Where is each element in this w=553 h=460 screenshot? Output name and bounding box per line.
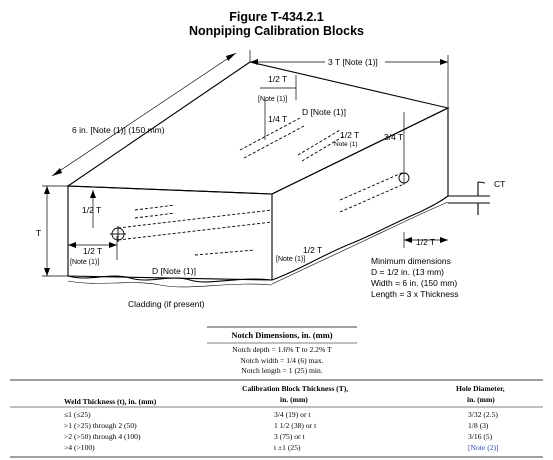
notch-row: Notch width = 1/4 (6) max. [240, 355, 324, 365]
min-dims-heading: Minimum dimensions [371, 256, 451, 266]
block-side-face [271, 107, 449, 196]
notch-row: Notch length = 1 (25) min. [241, 366, 323, 375]
table-cell: 3/16 (5) [468, 432, 493, 441]
note1-front-label: [Note (1)] [70, 259, 99, 266]
header-weld-thickness: Weld Thickness (t), in. (mm) [64, 397, 157, 406]
header-hole-units: in. (mm) [467, 395, 495, 404]
top-3t-label: 3 T [Note (1)] [328, 57, 378, 67]
cladding-label: Cladding (if present) [128, 299, 205, 309]
three-quarter-t-label: 3/4 T [384, 132, 403, 142]
half-t-side-label: 1/2 T [340, 130, 359, 140]
half-t-left-label: 1/2 T [82, 205, 101, 215]
header-block-thickness: Calibration Block Thickness (T), [242, 384, 349, 393]
table-cell: 3/32 (2.5) [468, 410, 498, 419]
note1-top-label: [Note (1)] [258, 96, 287, 103]
half-t-top-label: 1/2 T [268, 74, 287, 84]
half-t-right-label: 1/2 T [416, 237, 435, 247]
table-cell: 3/4 (19) or t [274, 410, 311, 419]
header-block-units: in. (mm) [280, 395, 308, 404]
d-note-front-label: D [Note (1)] [152, 266, 196, 276]
half-t-front-label: 1/2 T [83, 246, 102, 256]
notch-row: Notch depth = 1.6% T to 2.2% T [232, 345, 332, 354]
table-cell: >4 (>100) [64, 443, 95, 452]
t-label: T [36, 228, 41, 238]
table-cell: >2 (>50) through 4 (100) [64, 432, 141, 441]
quarter-t-label: 1/4 T [268, 114, 287, 124]
ct-label: CT [494, 179, 505, 189]
note1-side-label: Note (1) [334, 141, 357, 148]
min-dims-d: D = 1/2 in. (13 mm) [371, 267, 444, 277]
notch-table: Notch depth = 1.6% T to 2.2% T Notch wid… [207, 345, 357, 377]
table-cell: t ±1 (25) [274, 443, 301, 452]
figure-subtitle: Nonpiping Calibration Blocks [188, 24, 364, 38]
notch-table-header: Notch Dimensions, in. (mm) [231, 330, 333, 340]
table-cell: ≤1 (≤25) [64, 410, 91, 419]
length-label: 6 in. [Note (1)] (150 mm) [72, 125, 165, 135]
header-hole-diameter: Hole Diameter, [456, 384, 505, 393]
min-dims-width: Width = 6 in. (150 mm) [371, 278, 457, 288]
figure-title: Figure T-434.2.1 [229, 10, 324, 24]
hole-front [117, 209, 273, 229]
table-cell: 1/8 (3) [468, 421, 489, 430]
table-cell: >1 (>25) through 2 (50) [64, 421, 137, 430]
min-dims-length: Length = 3 x Thickness [371, 289, 459, 299]
note2-link[interactable]: [Note (2)] [468, 443, 499, 452]
half-t-mid-label: 1/2 T [303, 245, 322, 255]
note1-mid-label: [Note (1)] [276, 256, 305, 263]
table-cell: 1 1/2 (38) or t [274, 421, 317, 430]
d-note-top-label: D [Note (1)] [302, 107, 346, 117]
table-cell: 3 (75) or t [274, 432, 305, 441]
